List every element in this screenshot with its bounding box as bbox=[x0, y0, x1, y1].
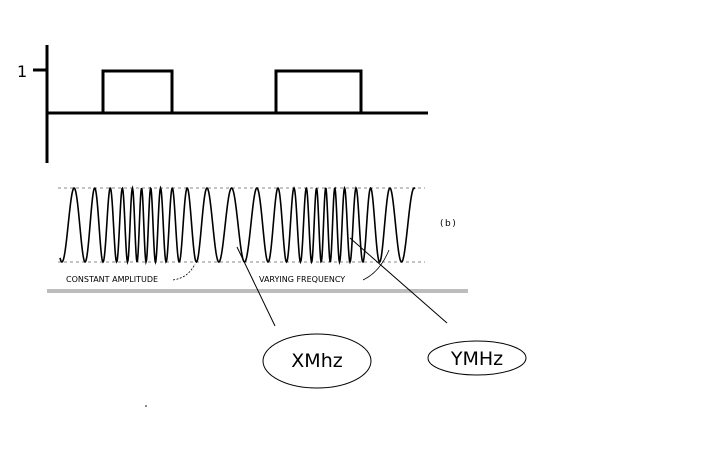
bottom-strip bbox=[47, 289, 468, 293]
y-callout-text: YMHz bbox=[450, 348, 503, 370]
y-callout-ellipse bbox=[427, 340, 527, 376]
fm-figure: (b) CONSTANT AMPLITUDE VARYING FREQUENCY bbox=[47, 185, 468, 293]
fm-waveform bbox=[59, 185, 416, 266]
level-label: 1 bbox=[17, 62, 27, 81]
x-callout-line bbox=[236, 246, 276, 327]
amplitude-arrow bbox=[172, 263, 196, 281]
frequency-arrow bbox=[362, 249, 390, 281]
panel-label: (b) bbox=[440, 219, 457, 229]
square-pulses bbox=[101, 69, 363, 115]
x-callout-ellipse bbox=[262, 333, 372, 389]
square-wave-plot bbox=[33, 45, 428, 163]
stray-dot bbox=[145, 405, 147, 407]
x-callout-text: XMhz bbox=[291, 350, 342, 372]
varying-frequency-label: VARYING FREQUENCY bbox=[259, 275, 345, 284]
y-callout-line bbox=[349, 237, 448, 324]
constant-amplitude-label: CONSTANT AMPLITUDE bbox=[66, 275, 158, 284]
